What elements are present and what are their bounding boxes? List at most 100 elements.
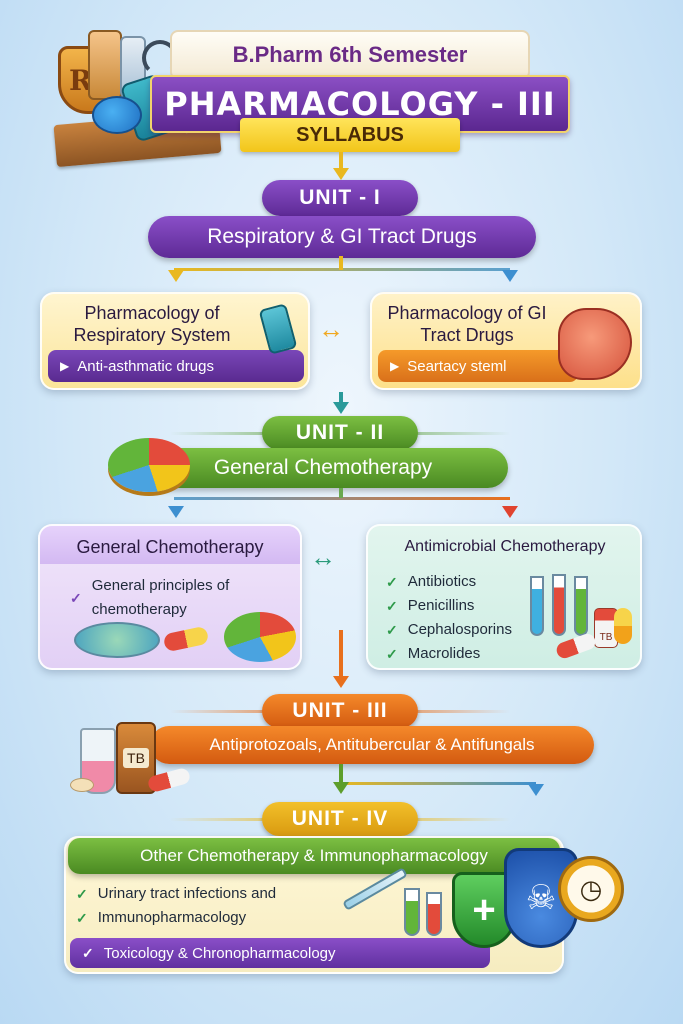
unit-4-list: ✓ Urinary tract infections and ✓ Immunopha… xyxy=(76,882,356,930)
capsule-icon xyxy=(614,608,632,644)
unit-2-topic-text: General Chemotherapy xyxy=(213,456,433,479)
list-item: ✓ Cephalosporins xyxy=(386,618,546,642)
test-tube-icon xyxy=(530,576,544,636)
arrow-down-icon xyxy=(333,168,349,180)
list-item: ✓ General principles of chemotherapy xyxy=(70,574,290,622)
list-item-text: Penicillins xyxy=(407,597,475,614)
tb-label: TB xyxy=(599,632,613,643)
unit-4-topic-text: Other Chemotherapy & Immunopharmacology xyxy=(140,846,488,865)
triangle-bullet-icon: ▶ xyxy=(390,359,400,373)
list-item: ✓ Immunopharmacology xyxy=(76,906,356,930)
connector-line xyxy=(339,764,343,784)
antimicrobial-card: Antimicrobial Chemotherapy ✓ Antibiotics … xyxy=(366,524,642,670)
gi-tract-card-pill: ▶Seartacy steml xyxy=(378,350,578,382)
list-item: ✓ Penicillins xyxy=(386,594,546,618)
inhaler-icon xyxy=(258,303,298,355)
check-icon: ✓ xyxy=(70,590,82,606)
unit-3-topic: Antiprotozoals, Antitubercular & Antifun… xyxy=(150,726,594,764)
tb-label: TB xyxy=(123,748,149,768)
subtitle: B.Pharm 6th Semester xyxy=(232,42,468,67)
connector-line xyxy=(339,256,343,270)
list-item-text: Macrolides xyxy=(407,645,481,662)
syllabus-ribbon: SYLLABUS xyxy=(240,118,460,152)
respiratory-card: Pharmacology of Respiratory System ▶ Anti… xyxy=(40,292,310,390)
connector-line xyxy=(339,392,343,406)
unit-2-label-text: UNIT - II xyxy=(295,421,385,444)
check-icon: ✓ xyxy=(76,910,88,926)
stomach-icon xyxy=(558,308,632,380)
respiratory-card-pill: ▶ Anti-asthmatic drugs xyxy=(48,350,304,382)
capsule-icon xyxy=(554,631,598,661)
connector-line xyxy=(339,488,343,498)
unit-1-label: UNIT - I xyxy=(262,180,418,216)
pie-chart-icon xyxy=(224,612,296,662)
general-chemotherapy-card: General Chemotherapy ✓ General principles… xyxy=(38,524,302,670)
unit-2-label: UNIT - II xyxy=(262,416,418,450)
check-icon: ✓ xyxy=(76,886,88,902)
ribbon-label: SYLLABUS xyxy=(296,123,404,146)
unit-1-topic: Respiratory & GI Tract Drugs xyxy=(148,216,536,258)
respiratory-pill-text: Anti-asthmatic drugs xyxy=(77,357,214,375)
arrow-down-icon xyxy=(333,676,349,688)
check-icon: ✓ xyxy=(386,598,398,614)
arrow-down-icon xyxy=(502,506,518,518)
arrow-down-icon xyxy=(528,784,544,796)
check-icon: ✓ xyxy=(386,574,398,590)
list-item-text: Antibiotics xyxy=(407,573,477,590)
unit-4-pill: ✓ Toxicology & Chronopharmacology xyxy=(70,938,490,968)
pill-icon xyxy=(70,778,94,792)
respiratory-card-title: Pharmacology of Respiratory System xyxy=(73,303,231,345)
flask-icon xyxy=(80,728,116,794)
unit-4-label-text: UNIT - IV xyxy=(291,807,389,830)
check-icon: ✓ xyxy=(386,646,398,662)
unit-1-topic-text: Respiratory & GI Tract Drugs xyxy=(207,225,477,248)
list-item: ✓ Macrolides xyxy=(386,642,546,666)
double-arrow-icon: ↔ xyxy=(310,542,336,572)
test-tube-icon xyxy=(404,888,420,936)
check-icon: ✓ xyxy=(82,944,94,961)
unit-4-label: UNIT - IV xyxy=(262,802,418,836)
list-item-text: General principles of chemotherapy xyxy=(91,577,230,618)
unit-3-label: UNIT - III xyxy=(262,694,418,728)
unit-4-topic: Other Chemotherapy & Immunopharmacology xyxy=(68,838,560,874)
gi-tract-card: Pharmacology of GI Tract Drugs ▶Seartacy… xyxy=(370,292,642,390)
list-item-text: Immunopharmacology xyxy=(97,909,247,926)
page-title: PHARMACOLOGY - III xyxy=(164,85,556,123)
arrow-down-icon xyxy=(333,782,349,794)
subtitle-scroll: B.Pharm 6th Semester xyxy=(170,30,530,80)
general-chemotherapy-list: ✓ General principles of chemotherapy xyxy=(70,574,290,622)
test-tube-icon xyxy=(426,892,442,936)
capsule-icon xyxy=(162,625,210,653)
test-tube-icon xyxy=(574,576,588,636)
general-chemotherapy-card-title: General Chemotherapy xyxy=(76,537,264,557)
medicine-bottle-icon xyxy=(88,30,122,100)
list-item: ✓ Urinary tract infections and xyxy=(76,882,356,906)
pie-chart-icon xyxy=(108,438,190,492)
unit-2-topic: General Chemotherapy xyxy=(138,448,508,488)
check-icon: ✓ xyxy=(386,622,398,638)
flask-icon xyxy=(92,96,142,134)
arrow-down-icon xyxy=(168,506,184,518)
unit-4-pill-text: Toxicology & Chronopharmacology xyxy=(103,944,336,962)
unit-3-topic-text: Antiprotozoals, Antitubercular & Antifun… xyxy=(209,735,535,754)
petri-dish-icon xyxy=(74,622,160,658)
arrow-down-icon xyxy=(168,270,184,282)
antimicrobial-list: ✓ Antibiotics ✓ Penicillins ✓ Cephalosporin… xyxy=(386,570,546,666)
triangle-bullet-icon: ▶ xyxy=(60,359,70,373)
connector-line xyxy=(340,782,536,785)
tb-bottle-icon: TB xyxy=(116,722,156,794)
arrow-down-icon xyxy=(502,270,518,282)
card-header xyxy=(40,526,300,564)
clock-icon: ◷ xyxy=(558,856,624,922)
connector-line xyxy=(339,152,343,172)
arrow-down-icon xyxy=(333,402,349,414)
gi-tract-card-title: Pharmacology of GI Tract Drugs xyxy=(387,303,547,345)
list-item: ✓ Antibiotics xyxy=(386,570,546,594)
list-item-text: Cephalosporins xyxy=(407,621,512,638)
test-tube-icon xyxy=(552,574,566,636)
unit-3-label-text: UNIT - III xyxy=(292,699,388,722)
antimicrobial-card-title: Antimicrobial Chemotherapy xyxy=(404,538,606,555)
unit-1-label-text: UNIT - I xyxy=(299,186,381,209)
list-item-text: Urinary tract infections and xyxy=(97,885,277,902)
connector-line xyxy=(174,497,510,500)
